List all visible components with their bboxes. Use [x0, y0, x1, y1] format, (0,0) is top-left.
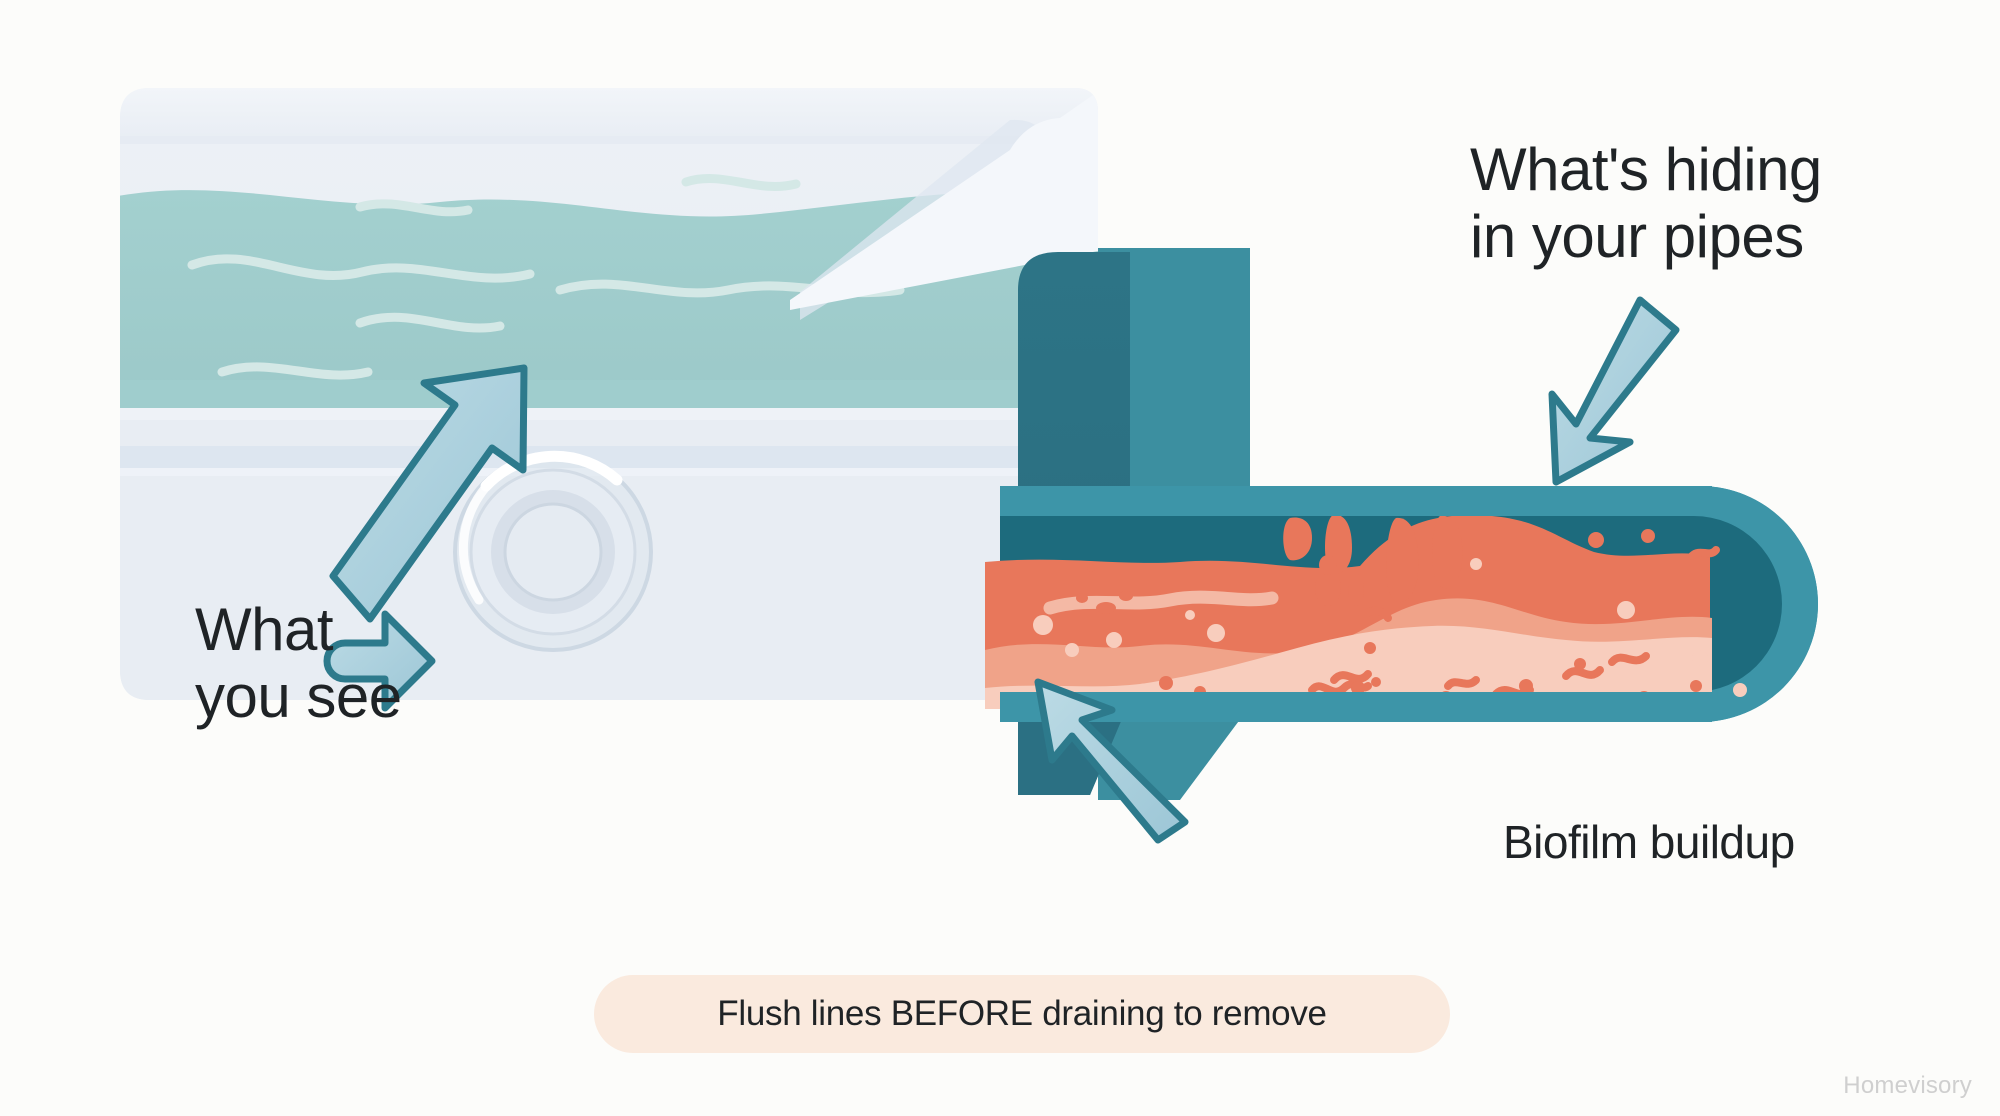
tub-rim-shadow — [120, 136, 1098, 144]
pipe-wall-bottom — [1000, 692, 1712, 722]
caption-text: Flush lines BEFORE draining to remove — [717, 994, 1327, 1033]
tub-seam-band — [120, 446, 1098, 468]
arrow-down-left-icon — [1548, 296, 1680, 486]
label-biofilm-buildup: Biofilm buildup — [1503, 816, 1795, 868]
tub-rim-top — [120, 88, 1098, 140]
jet-center-stroke — [503, 502, 603, 602]
watermark: Homevisory — [1843, 1072, 1972, 1099]
label-whats-hiding: What's hiding in your pipes — [1470, 136, 1822, 271]
label-what-you-see: What you see — [195, 596, 402, 731]
pipe-cross-section — [985, 486, 1818, 722]
biofilm-specks — [1076, 529, 1655, 614]
arrow-up-right-icon — [329, 364, 528, 623]
waterline-highlight — [120, 408, 1098, 422]
arrow-right-icon — [323, 610, 436, 712]
arrow-up-left-icon — [1034, 678, 1189, 844]
tub-rim-perspective — [790, 88, 1098, 310]
pipe-cap-wall — [1618, 486, 1818, 722]
jet-mid-stroke — [469, 468, 637, 636]
jet-highlight-arc-left — [458, 482, 491, 605]
pipe-wall-top — [1000, 486, 1712, 516]
biofilm-drips — [1283, 514, 1463, 606]
biofilm-streak — [1043, 590, 1279, 615]
tub-jet-drain — [453, 450, 653, 652]
jet-center — [505, 504, 601, 600]
biofilm-bubbles — [1033, 558, 1747, 697]
water-body — [120, 190, 1098, 400]
jet-highlight-arc — [480, 450, 623, 492]
caption-pill: Flush lines BEFORE draining to remove — [594, 975, 1450, 1053]
water-lower-band — [120, 380, 1098, 408]
